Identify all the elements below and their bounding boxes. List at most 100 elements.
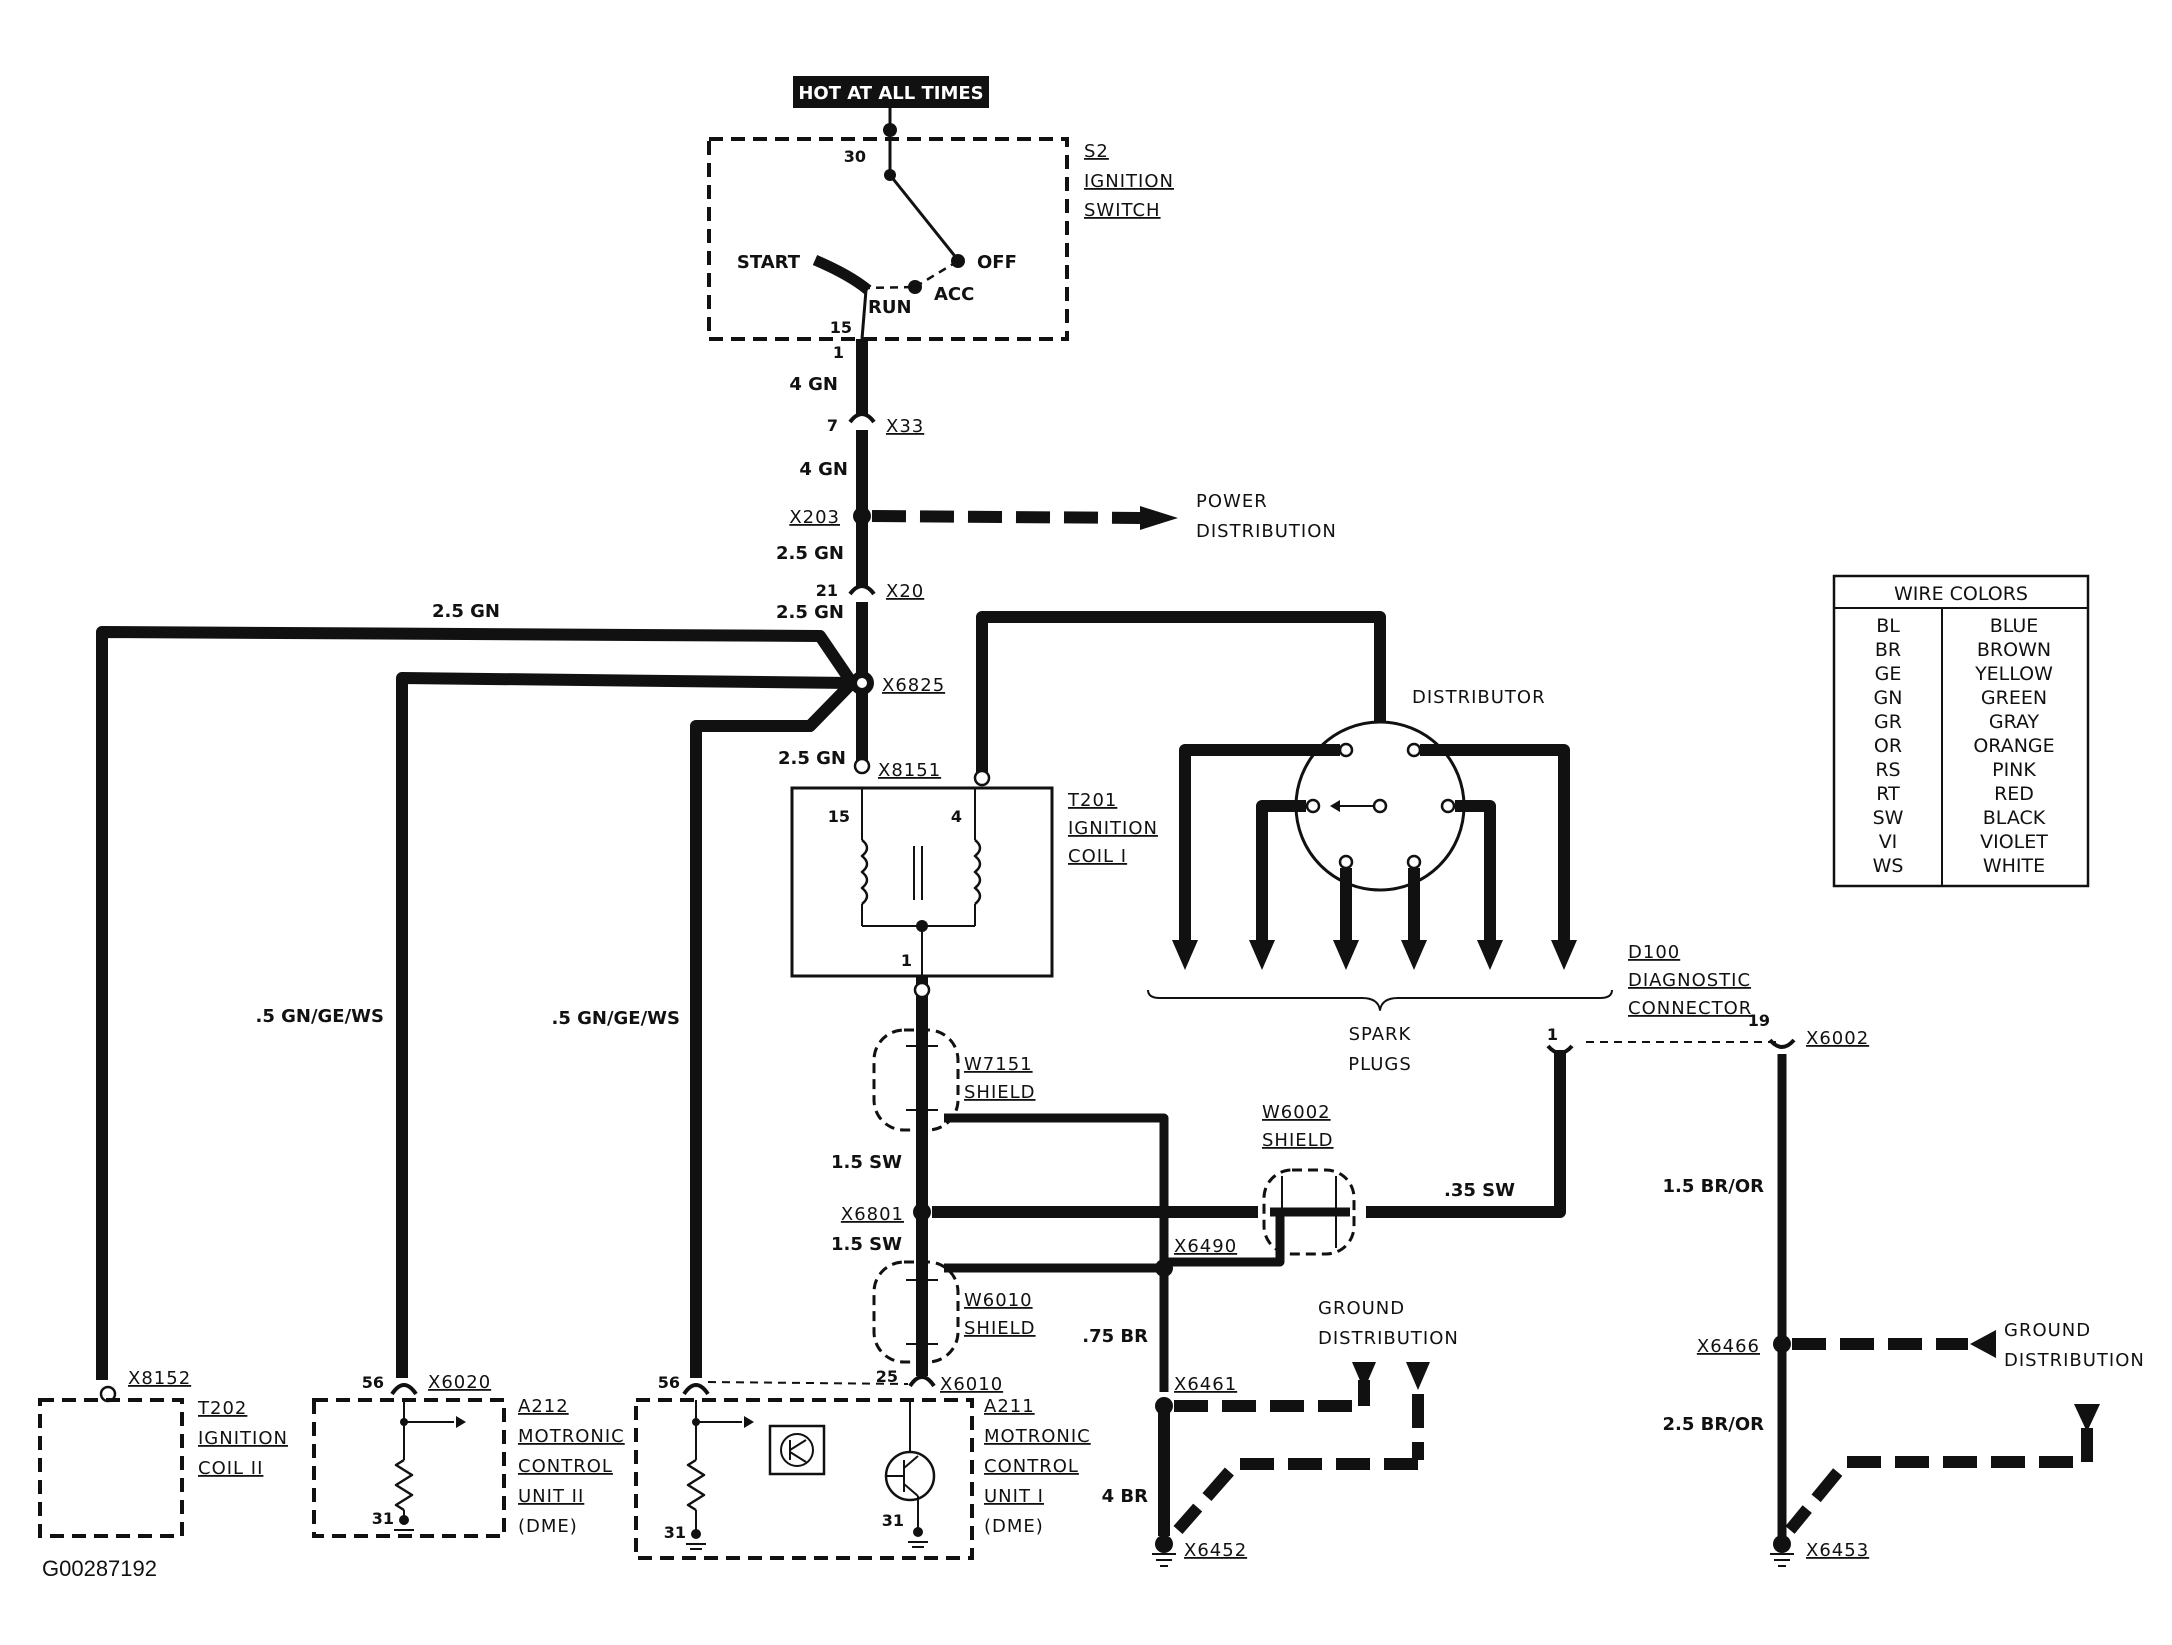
svg-text:SHIELD: SHIELD [964,1082,1036,1103]
svg-text:UNIT I: UNIT I [984,1486,1044,1507]
svg-text:SHIELD: SHIELD [1262,1130,1334,1151]
diagnostic-connector: 1 D100 DIAGNOSTIC CONNECTOR [1547,942,1778,1044]
svg-text:1: 1 [901,951,912,970]
connector-x33: X33 [886,416,924,437]
svg-text:15: 15 [830,318,852,337]
svg-text:.75 BR: .75 BR [1082,1326,1148,1347]
svg-text:GE: GE [1875,663,1902,685]
svg-text:1: 1 [1547,1025,1558,1044]
svg-text:IGNITION: IGNITION [1068,818,1158,839]
svg-text:4 GN: 4 GN [799,459,848,480]
svg-text:25: 25 [876,1367,898,1386]
svg-text:1: 1 [833,343,844,362]
svg-text:GREEN: GREEN [1981,687,2047,709]
svg-text:WHITE: WHITE [1983,855,2045,877]
svg-text:PLUGS: PLUGS [1348,1054,1412,1075]
connector-x6466: X6466 [1697,1336,1760,1357]
svg-text:30: 30 [844,147,866,166]
svg-text:1.5 SW: 1.5 SW [831,1234,902,1255]
svg-text:UNIT II: UNIT II [518,1486,584,1507]
svg-text:WIRE COLORS: WIRE COLORS [1894,583,2028,605]
connector-x6801: X6801 [841,1204,904,1225]
svg-text:RT: RT [1876,783,1900,805]
connector-x8151: X8151 [878,760,941,781]
svg-text:W6010: W6010 [964,1290,1033,1311]
connector-x6461: X6461 [1174,1374,1237,1395]
svg-text:2.5 GN: 2.5 GN [432,601,500,622]
svg-text:SW: SW [1873,807,1904,829]
svg-text:IGNITION: IGNITION [1084,171,1174,192]
connector-x6010: X6010 [940,1374,1003,1395]
brown-ground-wire [1152,1362,1430,1567]
svg-text:2.5 GN: 2.5 GN [778,748,846,769]
connector-x6490: X6490 [1174,1236,1237,1257]
motronic-control-unit-1: 31 31 56 A211 MOTRONIC CONTROL UNIT I (D… [634,1373,1090,1560]
connector-x6825: X6825 [882,675,945,696]
svg-text:VI: VI [1879,831,1898,853]
svg-text:19: 19 [1748,1011,1770,1030]
ignition-coil-1: 15 4 1 T201 IGNITION COIL I [790,786,1158,978]
svg-text:YELLOW: YELLOW [1974,663,2053,685]
svg-text:OFF: OFF [977,252,1017,273]
svg-text:(DME): (DME) [984,1516,1044,1537]
figure-code: G00287192 [42,1556,157,1581]
svg-text:CONNECTOR: CONNECTOR [1628,998,1752,1019]
ignition-switch: 30 START RUN ACC OFF 15 S2 IGNITION SWIT… [707,108,1174,341]
svg-text:W7151: W7151 [964,1054,1033,1075]
svg-text:A211: A211 [984,1396,1035,1417]
coil-to-distributor-wire [973,611,1386,800]
svg-text:DISTRIBUTION: DISTRIBUTION [1196,521,1337,542]
svg-text:SHIELD: SHIELD [964,1318,1036,1339]
svg-text:VIOLET: VIOLET [1980,831,2048,853]
svg-text:COIL II: COIL II [198,1458,263,1479]
svg-text:2.5 BR/OR: 2.5 BR/OR [1663,1414,1765,1435]
connector-x6453: X6453 [1806,1540,1869,1561]
connector-x20: X20 [886,581,924,602]
svg-text:X8152: X8152 [128,1368,191,1389]
svg-text:IGNITION: IGNITION [198,1428,288,1449]
svg-text:.35 SW: .35 SW [1444,1180,1515,1201]
svg-text:S2: S2 [1084,141,1109,162]
svg-text:BLACK: BLACK [1983,807,2046,829]
svg-text:DISTRIBUTION: DISTRIBUTION [1318,1328,1459,1349]
svg-text:OR: OR [1874,735,1902,757]
svg-text:DIAGNOSTIC: DIAGNOSTIC [1628,970,1751,991]
unit1-feed-wire [682,678,857,1396]
svg-text:31: 31 [372,1509,394,1528]
wire-colors-legend: WIRE COLORS BL BLUE BR BROWN GE YELLOW G… [1832,574,2090,888]
svg-text:15: 15 [828,807,850,826]
svg-text:.5 GN/GE/WS: .5 GN/GE/WS [551,1008,680,1029]
diagnostic-ground-wire [1768,1038,2100,1567]
svg-text:CONTROL: CONTROL [984,1456,1079,1477]
main-power-trunk [848,339,1178,775]
connector-x6452: X6452 [1184,1540,1247,1561]
svg-text:31: 31 [664,1523,686,1542]
svg-text:ORANGE: ORANGE [1973,735,2054,757]
svg-text:T201: T201 [1067,790,1117,811]
svg-text:MOTRONIC: MOTRONIC [518,1426,625,1447]
ignition-coil-2: X8152 T202 IGNITION COIL II [38,1368,288,1538]
svg-text:BLUE: BLUE [1990,615,2039,637]
connector-x203: X203 [789,507,840,528]
svg-text:4: 4 [951,807,962,826]
svg-text:D100: D100 [1628,942,1680,963]
svg-text:BL: BL [1876,615,1900,637]
motronic-control-unit-2: 31 56 X6020 A212 MOTRONIC CONTROL UNIT I… [312,1372,625,1538]
svg-text:4 GN: 4 GN [789,374,838,395]
svg-text:2.5 GN: 2.5 GN [776,602,844,623]
svg-text:56: 56 [362,1373,384,1392]
unit2-feed-wire [390,672,853,1396]
ground-distribution-label-1: GROUND [1318,1298,1405,1319]
svg-text:BROWN: BROWN [1977,639,2051,661]
svg-text:PINK: PINK [1992,759,2036,781]
svg-text:7: 7 [827,416,838,435]
svg-text:31: 31 [882,1511,904,1530]
svg-text:(DME): (DME) [518,1516,578,1537]
svg-text:56: 56 [658,1373,680,1392]
svg-text:21: 21 [816,581,838,600]
svg-text:WS: WS [1873,855,1904,877]
svg-text:RS: RS [1875,759,1900,781]
svg-text:START: START [737,252,801,273]
svg-text:DISTRIBUTION: DISTRIBUTION [2004,1350,2145,1371]
